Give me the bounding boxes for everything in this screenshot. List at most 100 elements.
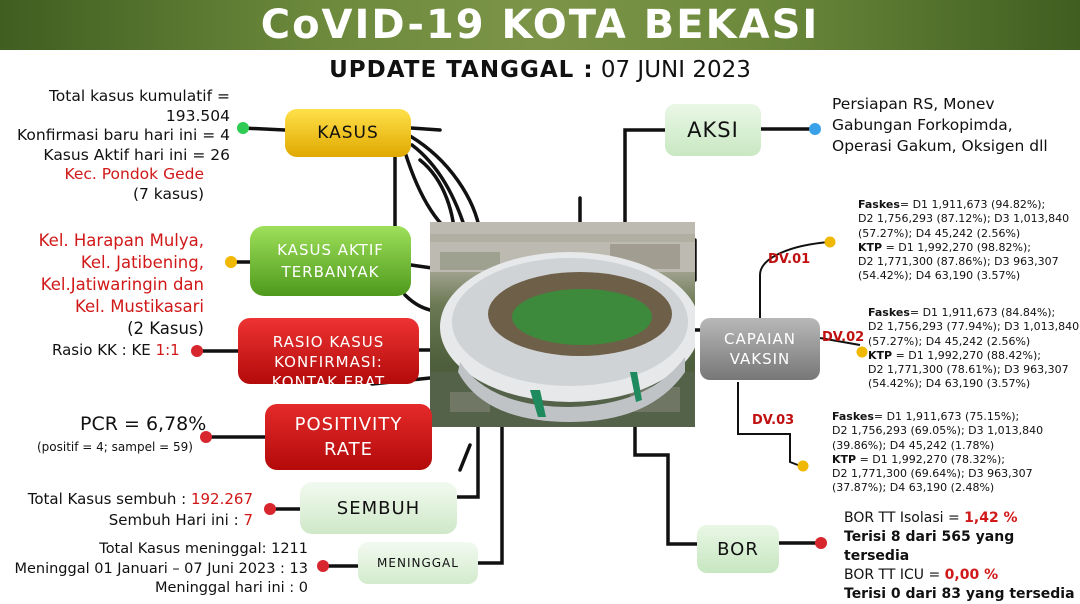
dot-sembuh xyxy=(264,503,276,515)
connector-dv01 xyxy=(759,241,831,318)
bor-node: BOR xyxy=(697,525,779,573)
connector-bor xyxy=(633,425,699,546)
connector-dv02 xyxy=(819,337,861,346)
dv02-faskes-3: (57.27%); D4 45,242 (2.56%) xyxy=(868,334,1031,348)
aksi-details: Persiapan RS, Monev Gabungan Forkopimda,… xyxy=(832,94,1048,157)
sembuh-total-label: Total Kasus sembuh : xyxy=(27,490,187,508)
dot-aksi xyxy=(809,123,821,135)
rasio-details: Rasio KK : KE 1:1 xyxy=(52,341,180,359)
sembuh-total-value: 192.267 xyxy=(190,490,253,508)
dv03-ktp-3: (37.87%); D4 63,190 (2.48%) xyxy=(832,481,995,495)
rasio-node-line2: KONFIRMASI: xyxy=(274,353,383,371)
kelurahan-4: Kel. Mustikasari xyxy=(74,297,204,316)
bor-icu-detail: Terisi 0 dari 83 yang tersedia xyxy=(844,586,1075,602)
connector-dv03 xyxy=(737,382,804,468)
dv02-label: DV.02 xyxy=(822,330,865,345)
dv03-faskes-label: Faskes xyxy=(832,410,874,423)
kasus-aktif-count: (2 Kasus) xyxy=(127,319,204,338)
capaian-vaksin-node: CAPAIAN VAKSIN xyxy=(700,318,820,380)
aksi-line-2: Gabungan Forkopimda, xyxy=(832,116,1013,134)
pcr-sample-detail: (positif = 4; sampel = 59) xyxy=(37,440,193,454)
meninggal-details: Total Kasus meninggal: 1211 Meninggal 01… xyxy=(0,540,308,599)
sembuh-today-value: 7 xyxy=(243,511,253,529)
dv01-label: DV.01 xyxy=(768,252,811,267)
dv01-faskes-label: Faskes xyxy=(858,198,900,211)
kasus-aktif-node: KASUS AKTIF TERBANYAK xyxy=(250,226,411,296)
dv02-ktp-3: (54.42%); D4 63,190 (3.57%) xyxy=(868,377,1031,391)
connector-aksi xyxy=(623,128,667,224)
update-date: UPDATE TANGGAL : 07 JUNI 2023 xyxy=(0,57,1080,83)
dv01-ktp-label: KTP xyxy=(858,240,883,254)
aksi-line-1: Persiapan RS, Monev xyxy=(832,95,995,113)
dv02-ktp-2: D2 1,771,300 (78.61%); D3 963,307 xyxy=(868,363,1069,377)
kasus-aktif-today: Kasus Aktif hari ini = 26 xyxy=(43,145,230,164)
title-banner xyxy=(0,0,1080,50)
kasus-aktif-details: Kel. Harapan Mulya, Kel. Jatibening, Kel… xyxy=(0,230,204,340)
dv01-ktp-1: = D1 1,992,270 (98.82%); xyxy=(882,240,1031,254)
aksi-node: AKSI xyxy=(665,104,761,156)
meninggal-period: Meninggal 01 Januari – 07 Juni 2023 : 13 xyxy=(14,560,308,577)
dv01-faskes-3: (57.27%); D4 45,242 (2.56%) xyxy=(858,226,1021,240)
dv02-ktp-1: = D1 1,992,270 (88.42%); xyxy=(892,348,1041,362)
pcr-details: PCR = 6,78% xyxy=(80,413,206,435)
kasus-konfirmasi: Konfirmasi baru hari ini = 4 xyxy=(17,126,230,144)
dot-kasus xyxy=(237,122,249,134)
connector-meninggal xyxy=(476,425,504,565)
bor-icu-value: 0,00 % xyxy=(944,567,999,583)
dv01-ktp-2: D2 1,771,300 (87.86%); D3 963,307 xyxy=(858,255,1059,269)
dv03-label: DV.03 xyxy=(752,413,795,428)
pcr-value: 6,78% xyxy=(145,413,207,435)
kasus-kec: Kec. Pondok Gede xyxy=(64,165,204,183)
dv02-ktp-label: KTP xyxy=(868,348,893,362)
capaian-vaksin-node-line1: CAPAIAN xyxy=(724,330,796,348)
dv03-faskes-1: = D1 1,911,673 (75.15%); xyxy=(873,410,1020,423)
sembuh-details: Total Kasus sembuh : 192.267 Sembuh Hari… xyxy=(0,489,253,531)
dv01-ktp-3: (54.42%); D4 63,190 (3.57%) xyxy=(858,269,1021,283)
kasus-total-label: Total kasus kumulatif = xyxy=(48,87,230,105)
bor-details: BOR TT Isolasi = 1,42 % Terisi 8 dari 56… xyxy=(844,509,1080,604)
kasus-node: KASUS xyxy=(285,109,411,157)
pcr-label: PCR = xyxy=(80,413,140,435)
positivity-node: POSITIVITY RATE xyxy=(265,404,432,470)
dv03-details: Faskes= D1 1,911,673 (75.15%); D2 1,756,… xyxy=(832,410,1043,496)
rasio-label: Rasio KK : KE xyxy=(52,341,151,359)
dv03-faskes-3: (39.86%); D4 45,242 (1.78%) xyxy=(832,438,995,452)
meninggal-total: Total Kasus meninggal: 1211 xyxy=(99,541,308,557)
dv02-faskes-label: Faskes xyxy=(868,306,910,319)
dot-dv01 xyxy=(824,236,836,248)
rasio-node: RASIO KASUS KONFIRMASI: KONTAK ERAT xyxy=(238,318,419,384)
update-label: UPDATE TANGGAL : xyxy=(329,57,594,83)
connector-sembuh-2 xyxy=(458,443,472,472)
kasus-total-value: 193.504 xyxy=(165,106,230,125)
dv02-faskes-1: = D1 1,911,673 (84.84%); xyxy=(909,306,1056,319)
dv01-faskes-2: D2 1,756,293 (87.12%); D3 1,013,840 xyxy=(858,212,1070,226)
positivity-node-line2: RATE xyxy=(323,439,374,460)
kelurahan-3: Kel.Jatiwaringin dan xyxy=(40,275,204,294)
page-title: CoVID-19 KOTA BEKASI xyxy=(260,2,820,48)
dv01-details: Faskes= D1 1,911,673 (94.82%); D2 1,756,… xyxy=(858,198,1069,284)
kelurahan-1: Kel. Harapan Mulya, xyxy=(38,231,204,250)
dot-meninggal xyxy=(317,560,329,572)
meninggal-node: MENINGGAL xyxy=(358,542,478,584)
connector-aktif xyxy=(409,263,434,270)
dv03-ktp-2: D2 1,771,300 (69.64%); D3 963,307 xyxy=(832,467,1033,481)
dv01-faskes-1: = D1 1,911,673 (94.82%); xyxy=(899,198,1046,211)
bor-isolasi-value: 1,42 % xyxy=(964,510,1018,526)
kasus-kec-count: (7 kasus) xyxy=(132,184,204,203)
dot-rasio xyxy=(191,345,203,357)
dot-pos xyxy=(200,431,212,443)
rasio-value: 1:1 xyxy=(155,341,180,359)
dot-dv03 xyxy=(797,460,809,472)
connector-left-kasus xyxy=(241,126,287,132)
dot-bor xyxy=(815,537,827,549)
connector-sembuh xyxy=(455,425,480,499)
bor-isolasi-label: BOR TT Isolasi = xyxy=(844,510,960,526)
update-date-value: 07 JUNI 2023 xyxy=(600,57,751,83)
stadium-photo xyxy=(430,222,695,427)
bor-isolasi-detail: Terisi 8 dari 565 yang tersedia xyxy=(844,529,1015,564)
sembuh-node: SEMBUH xyxy=(300,482,457,534)
rasio-node-line3: KONTAK ERAT xyxy=(271,373,386,384)
capaian-vaksin-node-line2: VAKSIN xyxy=(729,350,791,368)
rasio-node-line1: RASIO KASUS xyxy=(272,333,385,351)
positivity-node-line1: POSITIVITY xyxy=(294,414,403,435)
